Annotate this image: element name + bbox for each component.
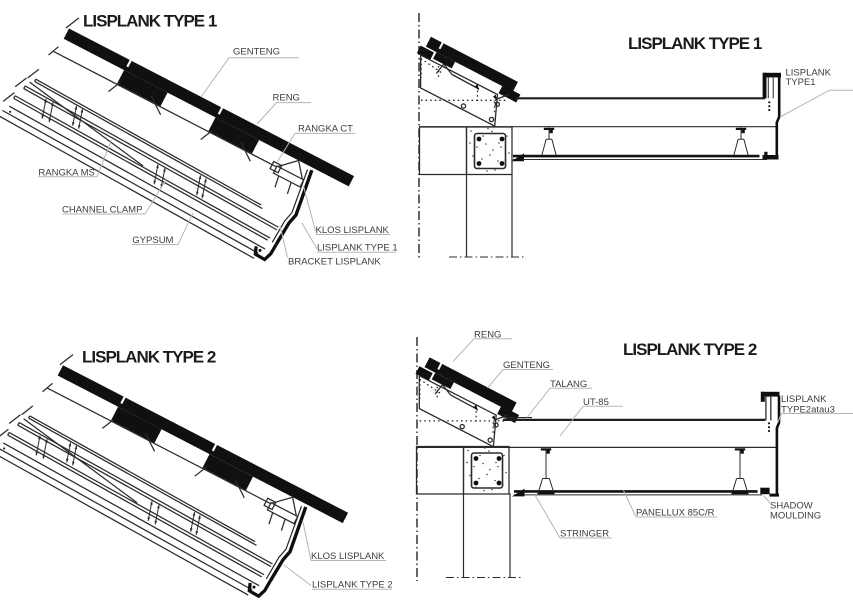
svg-text:BRACKET LISPLANK: BRACKET LISPLANK [288,257,381,268]
svg-text:RANGKA CT: RANGKA CT [298,124,353,135]
svg-text:KLOS LISPLANK: KLOS LISPLANK [316,225,390,236]
svg-text:LISPLANK: LISPLANK [786,68,832,79]
svg-text:SHADOW: SHADOW [770,501,813,512]
svg-text:LISPLANK TYPE 2: LISPLANK TYPE 2 [623,340,757,359]
svg-text:LISPLANK TYPE 1: LISPLANK TYPE 1 [628,34,762,53]
svg-text:PANELLUX 85C/R: PANELLUX 85C/R [636,508,715,519]
svg-text:RANGKA MS: RANGKA MS [38,167,95,178]
svg-text:KLOS LISPLANK: KLOS LISPLANK [311,551,385,562]
svg-text:STRINGER: STRINGER [560,529,609,540]
svg-text:GENTENG: GENTENG [503,360,550,371]
svg-text:LISPLANK: LISPLANK [781,394,827,405]
svg-text:GENTENG: GENTENG [233,47,280,58]
svg-text:GYPSUM: GYPSUM [132,235,173,246]
svg-text:TYPE1: TYPE1 [786,77,816,88]
svg-text:LISPLANK TYPE 2: LISPLANK TYPE 2 [82,348,216,367]
svg-text:LISPLANK TYPE 2: LISPLANK TYPE 2 [312,580,393,591]
svg-text:TALANG: TALANG [550,379,587,390]
svg-text:RENG: RENG [273,93,300,104]
svg-text:LISPLANK TYPE 1: LISPLANK TYPE 1 [83,12,217,31]
svg-text:RENG: RENG [474,330,501,341]
svg-text:CHANNEL CLAMP: CHANNEL CLAMP [62,205,142,216]
svg-text:LISPLANK TYPE 1: LISPLANK TYPE 1 [317,243,398,254]
svg-text:MOULDING: MOULDING [770,511,821,522]
svg-text:UT-85: UT-85 [583,397,609,408]
svg-text:TYPE2atau3: TYPE2atau3 [781,405,835,416]
